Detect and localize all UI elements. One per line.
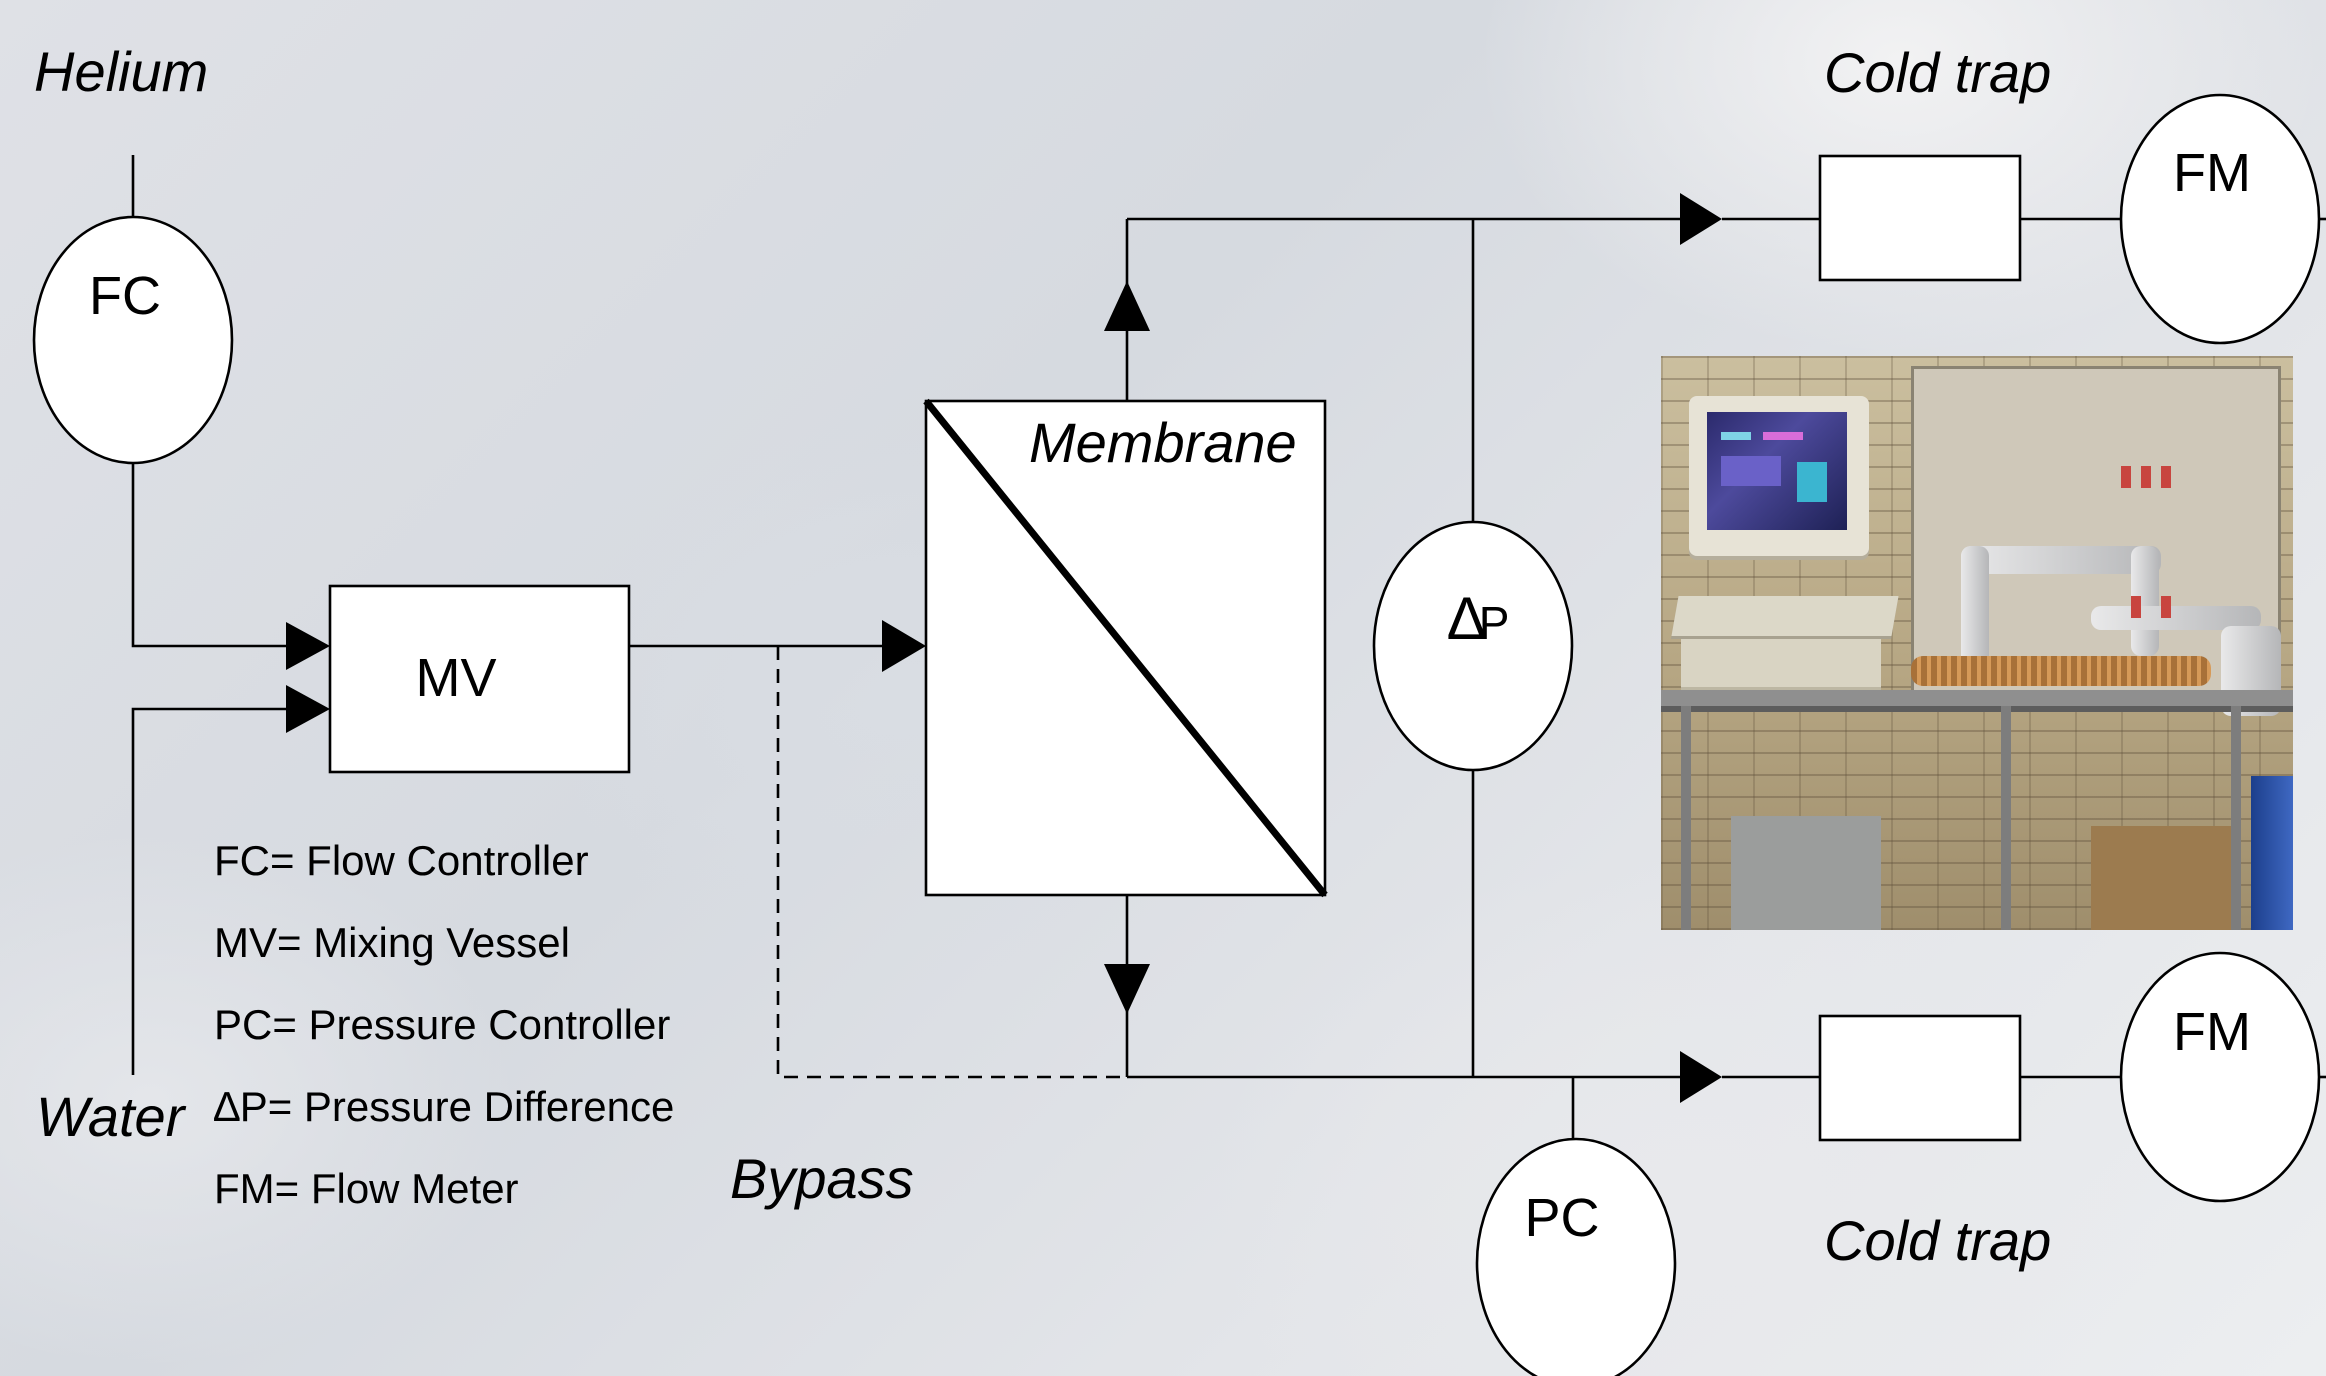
retentate-down-arrow bbox=[1104, 964, 1150, 1014]
valve-icon bbox=[2141, 466, 2151, 488]
legend-item: FM= Flow Meter bbox=[214, 1165, 519, 1212]
flow-controller-label: FC bbox=[89, 266, 161, 326]
bench-leg bbox=[2231, 706, 2241, 930]
membrane-diagonal bbox=[923, 398, 1328, 898]
blue-cylinder bbox=[2251, 776, 2293, 930]
fc-to-mv-arrow bbox=[286, 622, 330, 670]
keyboard bbox=[1671, 596, 1899, 636]
flow-meter-top-label: FM bbox=[2173, 143, 2251, 203]
cardboard-box bbox=[2091, 826, 2231, 930]
water-label: Water bbox=[36, 1085, 187, 1148]
permeate-out-arrow bbox=[1680, 193, 1722, 245]
equipment-box bbox=[1731, 816, 1881, 930]
flow-meter-bottom-node bbox=[2119, 951, 2321, 1203]
mixing-vessel-label: MV bbox=[416, 648, 497, 708]
monitor-screen bbox=[1707, 412, 1847, 530]
cold-trap-bottom-label: Cold trap bbox=[1824, 1209, 2051, 1272]
flow-meter-bottom-label: FM bbox=[2173, 1002, 2251, 1062]
bench-leg bbox=[2001, 706, 2011, 930]
retentate-out-arrow bbox=[1680, 1051, 1722, 1103]
insulated-pipe bbox=[1961, 546, 2161, 574]
bench-leg bbox=[1681, 706, 1691, 930]
water-to-mv-arrow bbox=[286, 685, 330, 733]
legend-item: ∆P= Pressure Difference bbox=[214, 1083, 674, 1130]
insulated-pipe bbox=[1961, 546, 1989, 676]
helium-label: Helium bbox=[34, 40, 208, 103]
legend-item: FC= Flow Controller bbox=[214, 837, 589, 884]
copper-coil bbox=[1911, 656, 2211, 686]
mixing-vessel-box bbox=[328, 584, 631, 774]
lab-apparatus-photo bbox=[1661, 356, 2293, 930]
cold-trap-top-box bbox=[1818, 154, 2022, 282]
flow-controller-node bbox=[32, 215, 234, 465]
water-inlet-line bbox=[131, 707, 290, 1075]
pressure-controller-label: PC bbox=[1524, 1188, 1599, 1248]
valve-icon bbox=[2161, 596, 2171, 618]
legend-item: MV= Mixing Vessel bbox=[214, 919, 570, 966]
cold-trap-bottom-box bbox=[1818, 1014, 2022, 1142]
bypass-label: Bypass bbox=[730, 1147, 914, 1210]
flow-meter-top-node bbox=[2119, 93, 2321, 345]
pressure-difference-label: ΔP bbox=[1447, 585, 1510, 652]
bench-top bbox=[1661, 690, 2293, 706]
legend-item: PC= Pressure Controller bbox=[214, 1001, 670, 1048]
fc-to-mv-line bbox=[131, 463, 290, 648]
mv-to-membrane-arrow bbox=[882, 620, 926, 672]
pressure-controller-node bbox=[1475, 1137, 1677, 1376]
valve-icon bbox=[2161, 466, 2171, 488]
valve-icon bbox=[2121, 466, 2131, 488]
computer-case bbox=[1681, 628, 1881, 693]
bypass-line bbox=[776, 646, 1127, 1079]
legend: FC= Flow Controller MV= Mixing Vessel PC… bbox=[214, 837, 674, 1212]
valve-icon bbox=[2131, 596, 2141, 618]
bench-frame bbox=[1661, 706, 2293, 712]
membrane-label: Membrane bbox=[1029, 411, 1297, 474]
computer-monitor bbox=[1689, 396, 1869, 556]
cold-trap-top-label: Cold trap bbox=[1824, 41, 2051, 104]
permeate-up-arrow bbox=[1104, 281, 1150, 331]
